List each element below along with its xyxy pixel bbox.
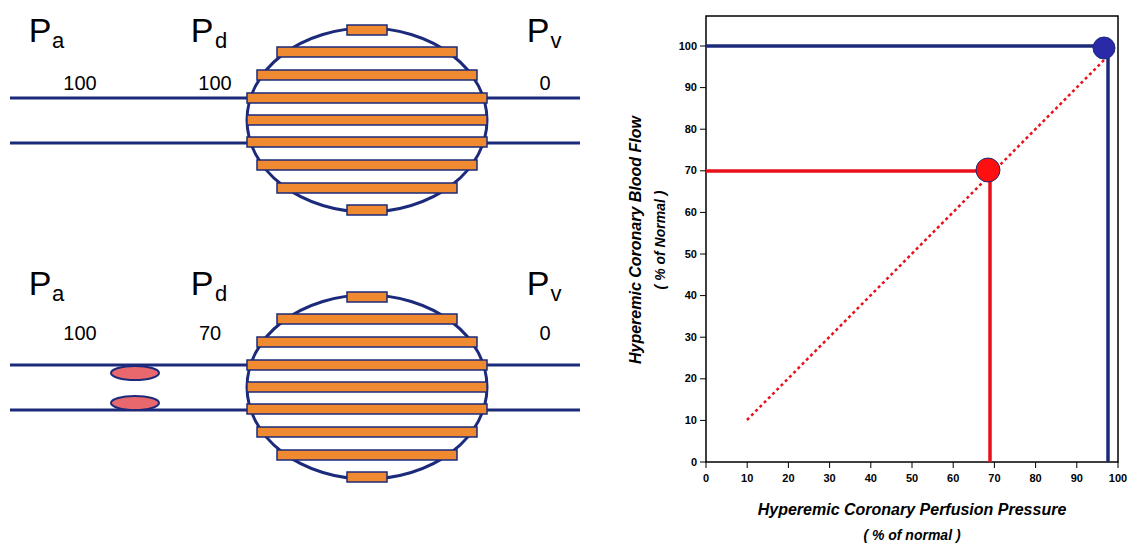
tick-label: 20 [685, 373, 697, 384]
muscle-bar [257, 70, 477, 80]
axis-unit: ( % of normal ) [863, 528, 960, 542]
tick-label: 60 [947, 473, 959, 484]
muscle-bar [277, 450, 457, 460]
muscle-bar [247, 360, 487, 370]
tick-label: 80 [1029, 473, 1041, 484]
tick-label: 40 [685, 290, 697, 301]
muscle-bar [277, 47, 457, 57]
pressure-value: 100 [198, 73, 231, 93]
muscle-bar [257, 337, 477, 347]
muscle-bar [247, 382, 487, 392]
tick-label: 100 [1109, 473, 1127, 484]
pressure-symbol: P [191, 266, 214, 300]
tick-label: 50 [906, 473, 918, 484]
pressure-symbol: P [29, 266, 52, 300]
pressure-subscript: v [551, 30, 562, 52]
muscle-bar [247, 404, 487, 414]
myocardium-bars [247, 25, 487, 482]
pressure-symbol: P [29, 13, 52, 47]
muscle-bar [347, 472, 387, 482]
tick-label: 90 [685, 82, 697, 93]
tick-label: 50 [685, 249, 697, 260]
pressure-value: 0 [539, 323, 550, 343]
pressure-symbol: P [527, 13, 550, 47]
tick-label: 30 [823, 473, 835, 484]
pressure-subscript: d [215, 283, 227, 305]
pressure-value: 100 [63, 323, 96, 343]
tick-label: 0 [703, 473, 709, 484]
muscle-bar [277, 183, 457, 193]
pressure-value: 100 [63, 73, 96, 93]
muscle-bar [247, 115, 487, 125]
tick-label: 10 [741, 473, 753, 484]
tick-label: 40 [865, 473, 877, 484]
tick-label: 70 [685, 165, 697, 176]
pressure-subscript: v [551, 283, 562, 305]
pressure-symbol: P [191, 13, 214, 47]
tick-label: 90 [1071, 473, 1083, 484]
pressure-value: 0 [539, 73, 550, 93]
tick-label: 30 [685, 332, 697, 343]
axis-title: Hyperemic Coronary Perfusion Pressure [758, 502, 1067, 518]
axis-title: Hyperemic Coronary Blood Flow [628, 116, 644, 364]
vessel-bottom [10, 295, 580, 479]
pressure-subscript: d [215, 30, 227, 52]
tick-label: 0 [691, 457, 697, 468]
tick-label: 10 [685, 415, 697, 426]
muscle-bar [257, 160, 477, 170]
muscle-bar [257, 427, 477, 437]
tick-label: 80 [685, 124, 697, 135]
stenosis [111, 366, 159, 410]
axis-unit: ( % of Normal ) [653, 191, 667, 290]
tick-label: 70 [988, 473, 1000, 484]
tick-label: 100 [679, 41, 697, 52]
pressure-subscript: a [52, 30, 64, 52]
pressure-subscript: a [52, 283, 64, 305]
pressure-value: 70 [199, 323, 221, 343]
muscle-bar [347, 205, 387, 215]
pressure-symbol: P [527, 266, 550, 300]
muscle-bar [247, 137, 487, 147]
muscle-bar [347, 292, 387, 302]
chart [700, 16, 1118, 468]
muscle-bar [277, 314, 457, 324]
muscle-bar [247, 93, 487, 103]
tick-label: 20 [782, 473, 794, 484]
tick-label: 60 [685, 207, 697, 218]
muscle-bar [347, 25, 387, 35]
vessel-top [10, 28, 580, 212]
